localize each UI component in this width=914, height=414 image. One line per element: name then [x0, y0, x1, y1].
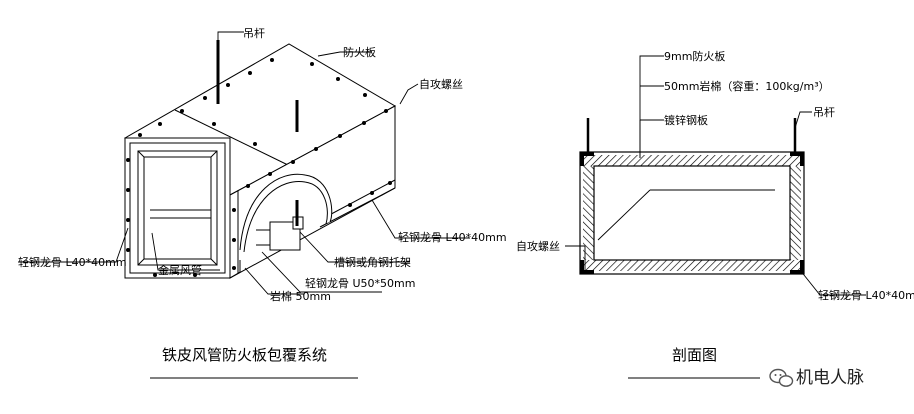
top-board-seam — [174, 109, 291, 167]
galvanized-steel-duct — [593, 165, 791, 261]
rock-wool-left — [583, 166, 594, 260]
cross-section-drawing — [565, 55, 866, 296]
label-keel-section: 轻钢龙骨 L40*40mm — [818, 288, 914, 302]
label-metal-duct: 金属风管 — [158, 263, 202, 277]
cutaway-arch — [239, 173, 333, 251]
right-caption: 剖面图 — [672, 346, 717, 364]
label-channel-bracket: 槽钢或角钢托架 — [334, 255, 411, 269]
front-frame-inner — [129, 142, 226, 274]
isometric-enclosure-drawing — [18, 31, 470, 295]
corner-keels — [580, 152, 804, 274]
rock-wool-bottom — [583, 260, 801, 271]
label-self-tapping-screw: 自攻螺丝 — [419, 77, 463, 91]
label-rock-wool: 岩棉 50mm — [270, 289, 331, 303]
rock-wool-top — [583, 155, 801, 166]
left-caption: 铁皮风管防火板包覆系统 — [162, 346, 327, 364]
wechat-icon — [769, 368, 794, 387]
label-keel-u: 轻钢龙骨 U50*50mm — [305, 276, 415, 290]
left-leader-lines — [18, 31, 470, 295]
rock-wool-right — [790, 166, 801, 260]
label-rock-wool-density: 50mm岩棉（容重：100kg/m³） — [664, 79, 830, 93]
label-self-tapping-screw-right: 自攻螺丝 — [516, 239, 560, 253]
label-keel-left: 轻钢龙骨 L40*40mm — [18, 255, 127, 269]
label-galvanized-steel: 镀锌钢板 — [664, 113, 708, 127]
label-keel-right: 轻钢龙骨 L40*40mm — [398, 230, 507, 244]
front-frame-inner-2 — [137, 150, 218, 266]
label-hanger-rod: 吊杆 — [243, 26, 265, 40]
screw-dots — [126, 58, 392, 277]
label-fireproof-board: 防火板 — [343, 45, 376, 59]
label-fireproof-9mm: 9mm防火板 — [664, 49, 725, 63]
metal-duct-opening — [143, 156, 212, 260]
label-hanger-rod-right: 吊杆 — [813, 105, 835, 119]
watermark-text: 机电人脉 — [796, 368, 864, 388]
right-leader-lines — [565, 55, 866, 296]
